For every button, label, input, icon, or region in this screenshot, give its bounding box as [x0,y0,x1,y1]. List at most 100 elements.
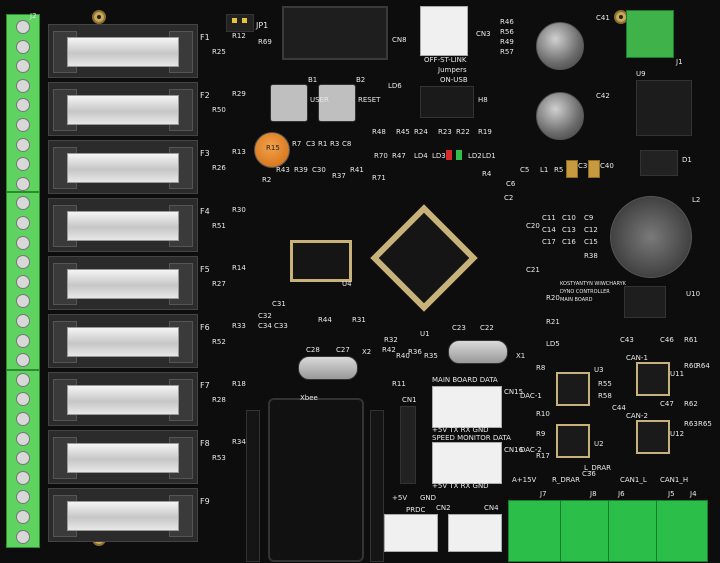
fuse-label: F5 [200,265,210,274]
ic-u11 [636,362,670,396]
cn4-connector[interactable] [448,514,502,552]
r47-label: R47 [392,152,406,160]
r35-label: R35 [424,352,438,360]
l1-label: L1 [540,166,549,174]
fuse-label: F4 [200,207,210,216]
prdc-label: PRDC [406,506,426,514]
main-board-data-connector[interactable] [432,386,502,428]
mcu-u1 [370,204,478,312]
j6-connector[interactable] [608,500,658,562]
terminal-screw [16,235,30,250]
terminal-screw [16,196,30,211]
cn3-label: CN3 [476,30,491,38]
j6-label: J6 [618,490,625,498]
fuse-holder [48,488,198,542]
r44-label: R44 [318,316,332,324]
user-label: USER [310,96,329,104]
b2-label: B2 [356,76,366,84]
cn2-connector[interactable] [384,514,438,552]
b1-label: B1 [308,76,318,84]
fuse-resistor-label: R52 [212,338,226,346]
c5-label: C5 [520,166,530,174]
r37-label: R37 [332,172,346,180]
speed-monitor-data-connector[interactable] [432,442,502,484]
r49-label: R49 [500,38,514,46]
c20-label: C20 [526,222,540,230]
ic-u3 [556,372,590,406]
r70-label: R70 [374,152,388,160]
st-link-jumper-header [420,86,474,118]
u1-label: U1 [420,330,430,338]
c12-label: C12 [584,226,598,234]
inductor-l2 [610,196,692,278]
ic-u12 [636,420,670,454]
fuse-label: F7 [200,381,210,390]
terminal-screw [16,157,30,172]
fuse-resistor-label: R25 [212,48,226,56]
c3-label: C3 [306,140,316,148]
r31-label: R31 [352,316,366,324]
user-button[interactable] [270,84,308,122]
jumpers-label: Jumpers [438,66,467,74]
r48-label: R48 [372,128,386,136]
fuse-resistor-label: R27 [212,280,226,288]
cn16-label: CN16 [504,446,524,454]
fuse-glass [67,501,179,531]
speed-monitor-data-title: SPEED MONITOR DATA [432,434,511,442]
c42-label: C42 [596,92,610,100]
a15v-label: A+15V [512,476,537,484]
ldrar-label: L_DRAR [584,464,612,472]
cn1-header [400,406,416,484]
c23-label: C23 [452,324,466,332]
j8-connector[interactable] [560,500,610,562]
terminal-screw [16,490,30,505]
r8-label: R8 [536,364,546,372]
terminal-screw [16,118,30,132]
fuse-resistor-label: R29 [232,90,246,98]
c39-label: C39 [578,162,592,170]
fuse-glass [67,327,179,357]
cn15-label: CN15 [504,388,524,396]
fuse-resistor-label: R53 [212,454,226,462]
ld4-label: LD4 [414,152,428,160]
terminal-screw [16,274,30,289]
ld5-label: LD5 [546,340,560,348]
mounting-hole-tl [92,10,106,24]
terminal-screw [16,431,30,446]
capacitor-c41 [536,22,584,70]
fuse-holder [48,140,198,194]
mounting-hole-tr [614,10,628,24]
c27-label: C27 [336,346,350,354]
l2-label: L2 [692,196,701,204]
r57-label: R57 [500,48,514,56]
jp1-pin [242,18,247,23]
crystal-x2 [298,356,358,380]
c17-label: C17 [542,238,556,246]
c47-label: C47 [660,400,674,408]
x2-label: X2 [362,348,372,356]
r32-label: R32 [384,336,398,344]
r63-label: R63 [684,420,698,428]
reset-button[interactable] [318,84,356,122]
cn8-connector [282,6,388,60]
r20-label: R20 [546,294,560,302]
c30-label: C30 [312,166,326,174]
c9-label: C9 [584,214,594,222]
cn1-label: CN1 [402,396,417,404]
c8-label: C8 [342,140,352,148]
u3-label: U3 [594,366,604,374]
c46-label: C46 [660,336,674,344]
fuse-glass [67,95,179,125]
fuse-holder [48,372,198,426]
rdrar-label: R_DRAR [552,476,580,484]
ic-u4 [290,240,352,282]
credit-line-1: KOSTYANTYN WIWCHARYK [560,281,626,287]
r45-label: R45 [396,128,410,136]
fuse-resistor-label: R30 [232,206,246,214]
r19-label: R19 [478,128,492,136]
c15-label: C15 [584,238,598,246]
j5-connector[interactable] [656,500,708,562]
r9-label: R9 [536,430,546,438]
j7-connector[interactable] [508,500,564,562]
